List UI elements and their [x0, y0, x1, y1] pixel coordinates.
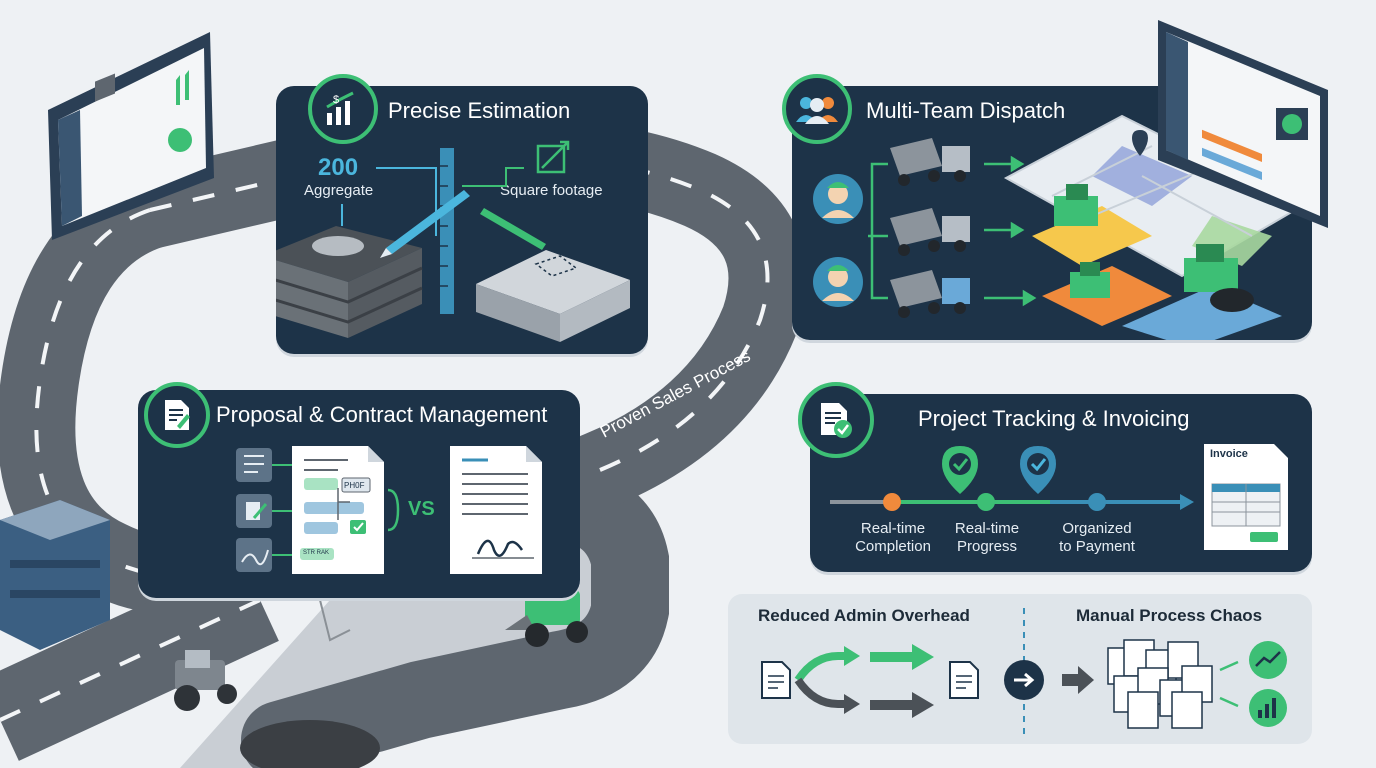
invoice-label: Invoice: [1210, 448, 1248, 460]
process-chaos-title: Manual Process Chaos: [1076, 606, 1263, 625]
estimation-illustration: [276, 140, 630, 342]
comparison-illustration: [761, 608, 1287, 734]
vs-label: VS: [408, 498, 435, 520]
chart-dollar-icon: $: [326, 91, 354, 125]
doc-tag-1: PH0F: [344, 481, 365, 490]
dashboard-monitor-icon: [48, 32, 214, 240]
progress-timeline: [830, 444, 1288, 550]
aggregate-value: 200: [318, 154, 359, 181]
doc-tag-2: STR RAK: [303, 550, 330, 556]
footage-label: Square footage: [500, 182, 603, 199]
svg-text:$: $: [333, 94, 339, 106]
estimation-badge: $: [308, 74, 378, 144]
tractor-icon: [174, 650, 237, 711]
proposal-title: Proposal & Contract Management: [216, 402, 548, 427]
estimation-title: Precise Estimation: [388, 98, 571, 123]
tracking-panel: Project Tracking & Invoicing Invoice Rea…: [798, 382, 1312, 572]
proposal-badge: [144, 382, 210, 448]
proposal-illustration: [236, 446, 542, 574]
dispatch-badge: [782, 74, 852, 144]
comparison-panel: Reduced Admin Overhead Manual Process Ch…: [728, 594, 1312, 744]
dispatch-monitor-icon: [1158, 20, 1328, 228]
team-icon: [796, 97, 838, 124]
document-check-icon: [821, 403, 852, 438]
proposal-panel: Proposal & Contract Management PH0F STR: [138, 382, 580, 598]
dispatch-title: Multi-Team Dispatch: [866, 98, 1066, 123]
tracking-badge: [798, 382, 874, 458]
building-icon: [0, 500, 110, 650]
estimation-panel: $ Precise Estimation 200 Aggregate Squar…: [276, 74, 648, 354]
aggregate-label: Aggregate: [304, 182, 374, 199]
document-edit-icon: [165, 400, 190, 430]
admin-overhead-title: Reduced Admin Overhead: [758, 606, 970, 625]
tracking-title: Project Tracking & Invoicing: [918, 406, 1190, 431]
